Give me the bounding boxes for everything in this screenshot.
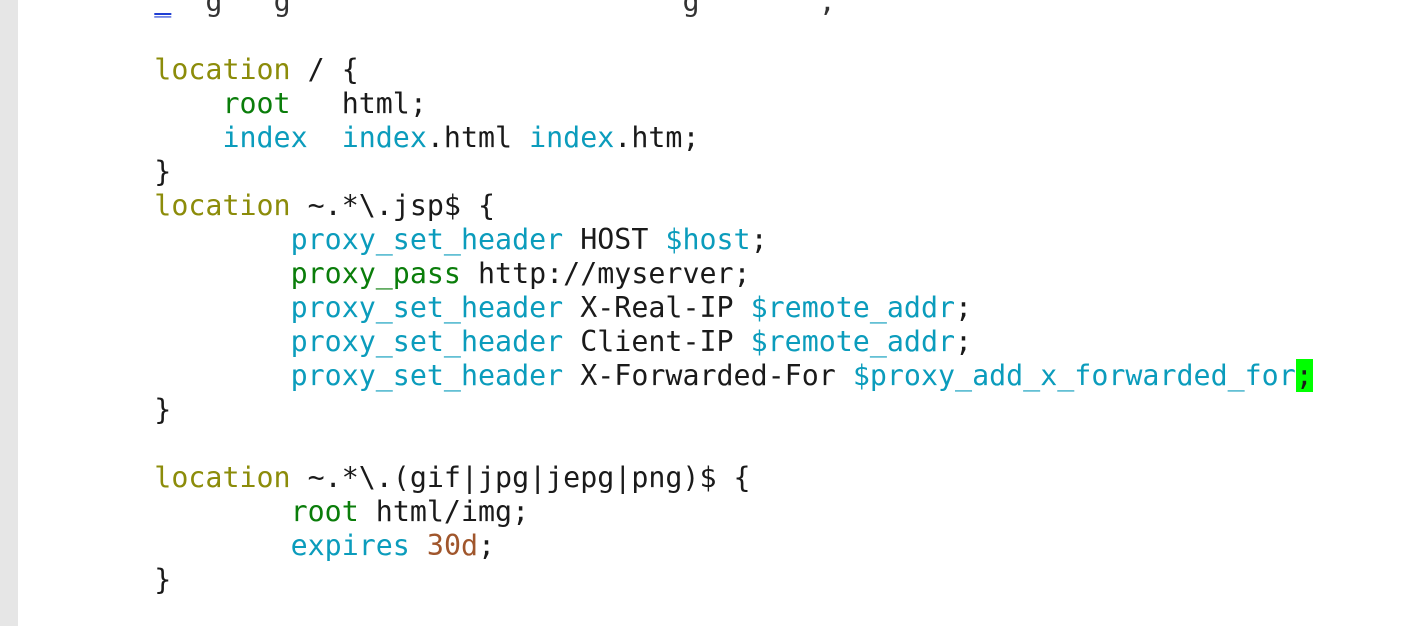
code-token: root — [290, 495, 359, 528]
code-token: g — [205, 0, 223, 18]
code-token: proxy_set_header — [290, 223, 564, 256]
code-token — [18, 53, 154, 86]
code-line[interactable]: proxy_set_header X-Real-IP $remote_addr; — [18, 291, 1313, 325]
code-line[interactable]: expires 30d; — [18, 529, 1313, 563]
code-token: http://myserver; — [460, 257, 751, 290]
code-token: ; — [478, 529, 496, 562]
code-token — [18, 325, 291, 358]
code-line[interactable]: proxy_set_header X-Forwarded-For $proxy_… — [18, 359, 1313, 393]
code-token: ; — [955, 325, 973, 358]
code-token: $host — [665, 223, 751, 256]
code-line[interactable]: } — [18, 563, 1313, 597]
code-token: html; — [290, 87, 427, 120]
code-token: proxy_set_header — [290, 359, 564, 392]
code-token: HOST — [563, 223, 666, 256]
code-token: index — [222, 121, 308, 154]
code-line[interactable]: } — [18, 155, 1313, 189]
code-line[interactable]: proxy_set_header HOST $host; — [18, 223, 1313, 257]
code-token: $remote_addr — [750, 325, 956, 358]
code-token: ; — [955, 291, 973, 324]
code-token: index — [341, 121, 427, 154]
code-token: } — [18, 155, 172, 188]
code-token — [171, 0, 205, 18]
text-cursor: ; — [1295, 359, 1313, 392]
code-line[interactable]: _ g g g , — [18, 0, 1313, 19]
code-token — [222, 0, 273, 18]
code-token: proxy_set_header — [290, 291, 564, 324]
code-token: X-Forwarded-For — [563, 359, 853, 392]
code-token — [18, 359, 291, 392]
code-token: html/img; — [358, 495, 530, 528]
code-token: location — [154, 461, 291, 494]
code-content[interactable]: _ g g g , location / { root html; index … — [18, 0, 1313, 597]
code-token — [18, 291, 291, 324]
code-line[interactable]: root html/img; — [18, 495, 1313, 529]
code-token — [18, 257, 291, 290]
code-token — [18, 495, 291, 528]
code-line[interactable] — [18, 427, 1313, 461]
code-token — [18, 87, 222, 120]
code-token: proxy_set_header — [290, 325, 564, 358]
code-token: } — [18, 393, 172, 426]
code-token — [18, 121, 222, 154]
code-line[interactable]: proxy_pass http://myserver; — [18, 257, 1313, 291]
code-editor[interactable]: _ g g g , location / { root html; index … — [18, 0, 1422, 626]
code-line[interactable]: location ~.*\.jsp$ { — [18, 189, 1313, 223]
editor-gutter — [0, 0, 18, 626]
code-token: root — [222, 87, 291, 120]
code-line[interactable]: index index.html index.htm; — [18, 121, 1313, 155]
code-line[interactable]: root html; — [18, 87, 1313, 121]
code-token: .htm; — [614, 121, 700, 154]
code-token: index — [529, 121, 615, 154]
code-token: _ — [154, 0, 172, 18]
code-token: ~.*\.(gif|jpg|jepg|png)$ { — [290, 461, 751, 494]
code-line[interactable]: proxy_set_header Client-IP $remote_addr; — [18, 325, 1313, 359]
code-token: $proxy_add_x_forwarded_for — [852, 359, 1296, 392]
code-line[interactable]: location / { — [18, 53, 1313, 87]
code-token: $remote_addr — [750, 291, 956, 324]
code-token: Client-IP — [563, 325, 751, 358]
code-token: g — [682, 0, 700, 18]
code-line[interactable]: } — [18, 393, 1313, 427]
code-token: expires — [290, 529, 410, 562]
code-token: ~.*\.jsp$ { — [290, 189, 496, 222]
code-token — [410, 529, 427, 562]
code-token — [18, 189, 154, 222]
code-token: 30d — [426, 529, 479, 562]
code-token: g — [273, 0, 291, 18]
code-token — [18, 529, 291, 562]
code-token — [308, 121, 342, 154]
code-token: X-Real-IP — [563, 291, 751, 324]
code-token — [18, 461, 154, 494]
code-token: location — [154, 53, 291, 86]
code-token: location — [154, 189, 291, 222]
code-token — [291, 0, 683, 18]
code-token — [18, 223, 291, 256]
code-token: , — [818, 0, 836, 18]
code-token — [700, 0, 819, 18]
code-token — [18, 0, 154, 18]
code-line[interactable] — [18, 19, 1313, 53]
code-token: } — [18, 563, 172, 596]
code-token: ; — [750, 223, 768, 256]
code-token: proxy_pass — [290, 257, 461, 290]
code-token: / { — [290, 53, 359, 86]
code-token: .html — [426, 121, 530, 154]
code-line[interactable]: location ~.*\.(gif|jpg|jepg|png)$ { — [18, 461, 1313, 495]
